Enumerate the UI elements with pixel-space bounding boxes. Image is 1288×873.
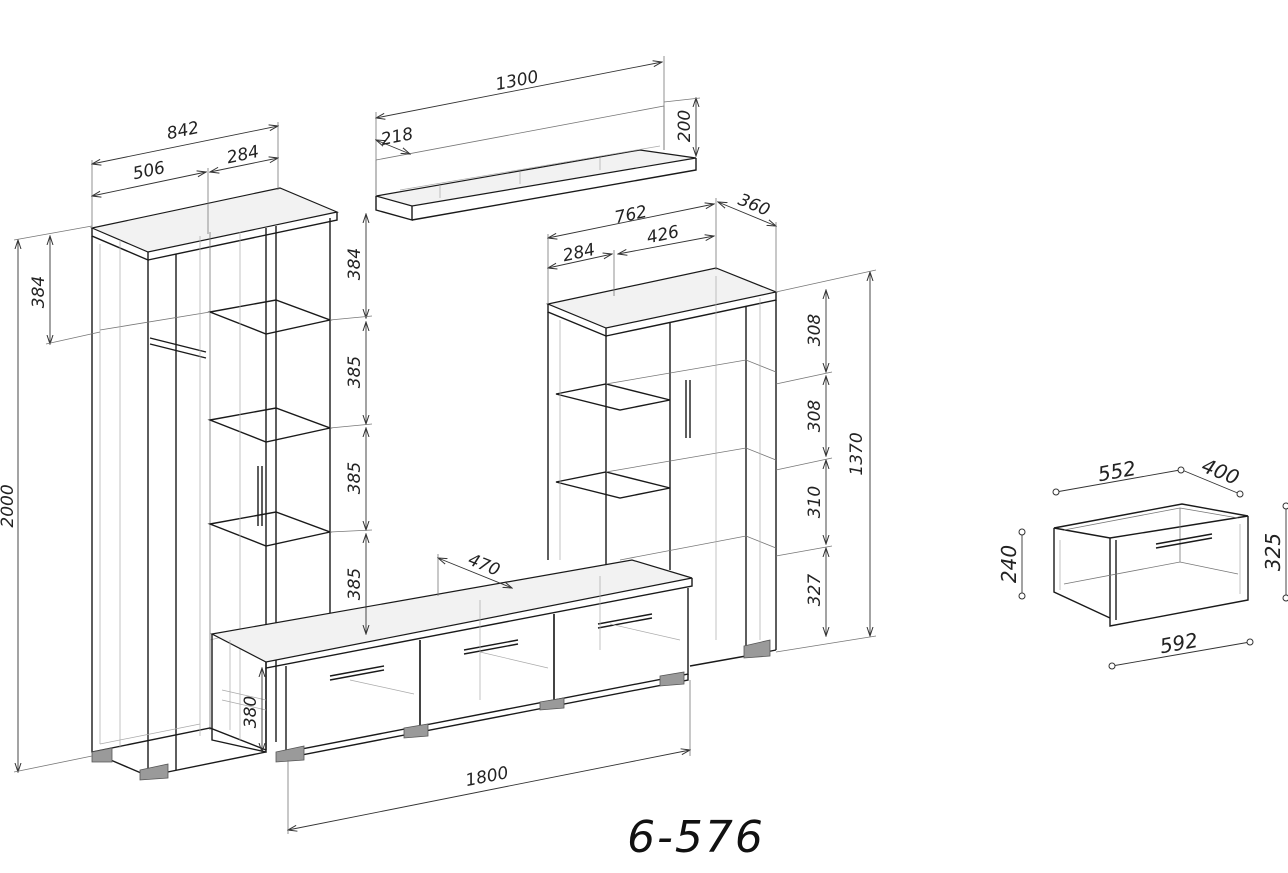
dim-tall-height: 2000: [0, 484, 18, 527]
dim-tall-part-b: 284: [225, 142, 261, 168]
right-cabinet: [545, 267, 779, 667]
dim-shelf-gap-3: 385: [345, 462, 365, 494]
wall-shelf: [375, 105, 697, 221]
dim-drawer-front-height: 325: [1261, 533, 1285, 571]
tv-unit: [210, 559, 693, 763]
dim-cabinet-width: 762: [613, 202, 649, 228]
dim-tv-depth: 470: [465, 550, 503, 581]
dim-cabinet-depth: 360: [735, 190, 773, 221]
dim-drawer-depth: 400: [1198, 453, 1242, 490]
dim-tall-width: 842: [165, 118, 201, 144]
dim-cab-gap-4: 327: [805, 574, 825, 607]
dim-cab-gap-1: 308: [805, 314, 825, 347]
model-number: 6-576: [627, 812, 765, 863]
drawer-detail: [1053, 503, 1249, 627]
tall-wardrobe: [90, 187, 339, 781]
dim-wall-shelf-depth: 218: [379, 124, 415, 150]
dim-tall-top: 384: [29, 276, 49, 308]
dim-wall-shelf-height: 200: [675, 110, 695, 142]
dim-shelf-gap-4: 385: [345, 568, 365, 600]
dim-shelf-gap-2: 385: [345, 356, 365, 388]
dim-tv-height: 380: [241, 696, 261, 728]
dim-cabinet-height: 1370: [847, 432, 867, 475]
dim-drawer-front-width: 592: [1158, 628, 1200, 658]
dimension-lines: [13, 56, 1288, 834]
dim-cab-gap-2: 308: [805, 400, 825, 433]
dim-cabinet-part-b: 426: [645, 222, 681, 248]
dim-tall-part-a: 506: [131, 158, 167, 184]
dim-cab-gap-3: 310: [805, 486, 825, 518]
dim-cabinet-part-a: 284: [561, 240, 597, 266]
dim-wall-shelf-width: 1300: [494, 67, 540, 95]
dim-drawer-width: 552: [1096, 456, 1138, 486]
dim-drawer-height: 240: [997, 545, 1021, 583]
dim-shelf-gap-1: 384: [345, 248, 365, 280]
